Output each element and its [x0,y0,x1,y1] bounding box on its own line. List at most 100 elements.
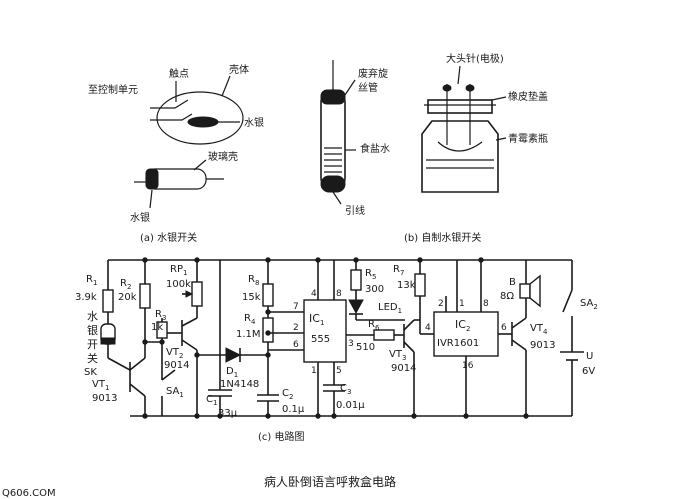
label-B-value: 8Ω [500,291,514,302]
watermark: Q606.COM [2,488,56,499]
pointer-mercury-2 [149,189,153,209]
label-VT4-value: 9013 [530,340,555,351]
label-mercury-char-4: 关 [87,351,98,365]
label-mercury-2: 水银 [130,211,150,224]
label-R3-value: 1k [151,322,163,333]
label-IC1-value: 555 [311,334,330,345]
label-R8: R8 [248,274,259,287]
label-R6: R6 [368,319,380,332]
label-U-value: 6V [582,366,595,377]
label-VT2: VT2 [166,347,183,360]
speaker-B [519,283,531,299]
resistor-R8 [262,283,274,307]
tube-body [320,89,346,191]
label-VT4: VT4 [530,323,548,336]
label-rubber-gasket: 橡皮垫盖 [508,90,548,103]
label-R5-value: 300 [365,284,384,295]
label-IC2-value: IVR1601 [437,338,479,349]
label-contact: 触点 [169,67,189,80]
label-medicine-bottle: 青霉素瓶 [508,132,548,145]
ic1-pin-7: 7 [293,302,299,312]
switch-SA2 [562,289,573,313]
label-C1-value: 33μ [218,408,238,419]
figure-title: 病人卧倒语言呼救盒电路 [264,474,396,489]
part-a-mercury-switch: 至控制单元 触点 壳体 水银 玻璃壳 水银 (a) 水银开关 [88,63,264,244]
bottle-liquid-lines [426,159,494,169]
label-VT3-value: 9014 [391,363,416,374]
label-R4: R4 [244,313,256,326]
bottle-body [421,120,499,193]
ic1-pin-1: 1 [311,366,317,376]
led-LED1 [348,299,364,315]
pointer-glass-shell [193,159,207,171]
part-c-circuit: R1 3.9k R2 20k RP1 100k R3 1k 水 银 开 关 SK… [75,257,598,443]
label-IC2: IC2 [455,318,470,333]
label-R7: R7 [393,264,404,277]
caption-b: (b) 自制水银开关 [404,231,481,244]
label-shell: 壳体 [229,63,249,76]
contact-lead [150,99,189,109]
mercury-in-bottle [437,141,483,152]
label-R2: R2 [120,278,131,291]
label-VT3: VT3 [389,349,406,362]
mercury-blob [187,116,219,128]
label-mercury-char-3: 开 [87,338,98,351]
salt-water-lines [324,147,342,173]
ic2-pin-4: 4 [425,323,431,333]
label-D1-value: 1N4148 [220,379,259,390]
ic1-pin-8: 8 [336,289,342,299]
tube-top-cap [320,89,346,105]
pointer-gasket [491,96,507,101]
resistor-R5 [350,269,362,291]
label-R7-value: 13k [397,280,416,291]
ic2-pin-2: 2 [438,299,444,309]
pin-head-left [442,84,452,92]
label-mercury-char-2: 银 [87,323,98,337]
potentiometer-RP1 [191,281,203,307]
label-R1-value: 3.9k [75,292,97,303]
ic1-pin-2: 2 [293,323,299,333]
label-C2-value: 0.1μ [282,404,305,415]
ic1-pin-4: 4 [311,289,317,299]
label-C1: C1 [206,394,217,407]
ic2-ivr1601-box [433,311,499,357]
label-pin: 大头针(电极) [446,52,504,65]
label-lead: 引线 [345,204,365,217]
pointer-waste-tube [344,79,356,96]
label-VT1: VT1 [92,379,109,392]
label-LED1: LED1 [378,302,402,315]
glass-end-cap [145,168,159,190]
ic1-pin-3: 3 [348,339,354,349]
tube-bottom-cap [320,175,346,193]
pin-head-right [465,84,475,92]
label-R6-value: 510 [356,342,375,353]
junction-dots [142,257,529,419]
label-C3-value: 0.01μ [336,400,365,411]
resistor-R1 [102,289,114,313]
label-control-unit: 至控制单元 [88,83,138,96]
tube-wire-bottom [332,191,342,205]
resistor-R2 [139,283,151,309]
label-D1: D1 [226,366,238,379]
pointer-shell [221,75,231,97]
contact-lead-2 [150,113,193,121]
label-waste-tube: 废弃旋 [358,67,388,80]
label-U: U [586,351,593,362]
diode-D1 [225,347,242,363]
label-C2: C2 [282,388,293,401]
label-RP1-value: 100k [166,279,191,290]
ic1-pin-6: 6 [293,340,299,350]
part-b-homemade-switch: 废弃旋 丝管 食盐水 引线 大头针(电极) 橡皮垫盖 青霉素瓶 (b) 自制水银… [320,52,548,244]
label-SK: SK [84,367,97,378]
label-R4-value: 1.1M [236,329,261,340]
label-waste-tube-2: 丝管 [358,81,378,94]
label-R3: R3 [155,309,166,322]
label-SA1: SA1 [166,386,184,399]
resistor-R4 [262,317,274,343]
label-VT2-value: 9014 [164,360,189,371]
switch-shell-ellipse [156,91,244,145]
switch-SA1 [161,369,176,381]
label-R5: R5 [365,268,376,281]
ic2-pin-8: 8 [483,299,489,309]
